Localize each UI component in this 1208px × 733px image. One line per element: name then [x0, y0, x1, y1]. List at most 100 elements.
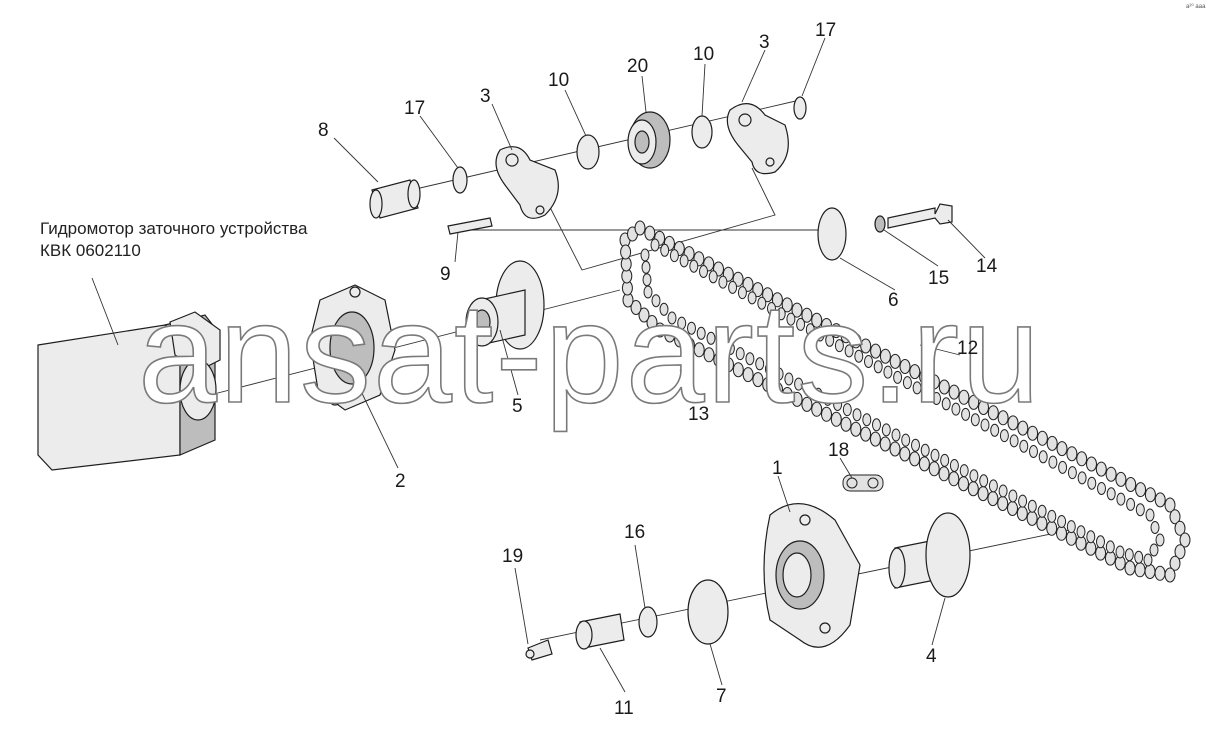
chain-link [901, 433, 911, 447]
chain-link [1126, 497, 1136, 511]
chain-link [687, 321, 696, 335]
chain-link [772, 382, 783, 397]
callout-1: 1 [772, 458, 783, 479]
pin-part-9 [447, 217, 493, 235]
chain-link [811, 312, 823, 328]
motor-caption: Гидромотор заточного устройства КВК 0602… [40, 218, 307, 262]
chain-link [677, 316, 687, 330]
watermark-text: ansat-parts.ru [138, 274, 1042, 433]
washer-part-6 [817, 207, 847, 261]
chain-link [1115, 545, 1125, 559]
chain-link [1115, 471, 1127, 487]
callout-18: 18 [828, 440, 849, 461]
chain-link [659, 302, 669, 316]
chain-link [1086, 530, 1096, 544]
chain-link [801, 396, 813, 412]
chain-link [735, 347, 745, 361]
chain-link [928, 374, 940, 390]
spring-washer-part-15 [874, 215, 886, 233]
chain-link [794, 377, 804, 391]
chain-link [1116, 492, 1126, 506]
chain-link [752, 282, 764, 298]
chain-link [823, 392, 833, 406]
washer-part-10-right [691, 115, 713, 149]
chain-link [891, 428, 901, 442]
chain-link [1124, 560, 1136, 576]
chain-link [764, 362, 774, 376]
chain-link [1143, 553, 1153, 567]
callout-3-left: 3 [480, 86, 491, 107]
chain-link [776, 307, 786, 321]
chain-link [1017, 420, 1029, 436]
chain-link [1164, 567, 1176, 583]
chain-link [967, 481, 979, 497]
chain-link [1007, 501, 1018, 516]
chain-link [830, 323, 842, 339]
chain-link [879, 348, 891, 364]
chain-link [893, 370, 903, 384]
chain-link [948, 384, 960, 400]
chain-link [803, 382, 813, 396]
corner-mark: а²⁰ ааа [1186, 4, 1206, 10]
chain-link [1154, 492, 1166, 508]
chain-link [978, 400, 989, 415]
chain-link [918, 456, 930, 472]
chain-link [1026, 510, 1038, 526]
chain-link [1066, 520, 1076, 534]
chain-link [968, 394, 980, 410]
chain-link [630, 300, 642, 315]
chain-link [930, 448, 940, 462]
chain-link [1106, 487, 1116, 501]
chain-link [959, 464, 969, 478]
chain-link [805, 323, 815, 337]
bolt-part-14 [887, 203, 953, 229]
chain-link [938, 379, 950, 395]
chain-link [1144, 564, 1156, 579]
chain-link [1150, 521, 1160, 534]
callout-15: 15 [928, 268, 949, 289]
chain-link [1105, 540, 1115, 554]
callout-17-left: 17 [404, 98, 425, 119]
chain-link [920, 443, 930, 457]
chain-link [872, 418, 881, 432]
chain-link [642, 273, 652, 287]
chain-link [683, 337, 695, 353]
chain-link [949, 459, 959, 472]
chain-link [725, 342, 735, 355]
chain-link [909, 364, 921, 380]
chain-link [815, 328, 825, 342]
chain-link [1087, 476, 1097, 490]
chain-link [1077, 471, 1087, 485]
chain-link [979, 474, 989, 488]
chain-link [796, 317, 806, 331]
chain-link [969, 469, 979, 483]
caption-line-1: Гидромотор заточного устройства [40, 219, 308, 238]
chain-link [774, 367, 784, 381]
chain-link [791, 391, 803, 407]
chain-link [1008, 489, 1018, 503]
chain-link [961, 407, 971, 421]
chain-link [1027, 499, 1037, 513]
retaining-ring-part-17-left [452, 166, 468, 194]
chain-link [1038, 450, 1048, 464]
chain-link [1135, 482, 1147, 498]
chain-link [860, 426, 872, 442]
caption-line-2: КВК 0602110 [40, 241, 141, 260]
chain-link [1096, 535, 1105, 549]
chain-link [1086, 456, 1097, 472]
chain-link [801, 307, 813, 323]
chain-link [1018, 494, 1028, 508]
chain-link [742, 367, 754, 383]
chain-link [747, 291, 757, 305]
chain-link [970, 413, 980, 427]
chain-link [990, 423, 1000, 437]
chain-link [638, 307, 650, 323]
chain-link [679, 254, 689, 268]
chain-link [899, 359, 911, 374]
chain-link [1075, 535, 1087, 551]
chain-link [1076, 525, 1086, 539]
chain-link [693, 342, 705, 358]
chain-link [1007, 415, 1019, 431]
connecting-link-part-18 [842, 474, 884, 492]
